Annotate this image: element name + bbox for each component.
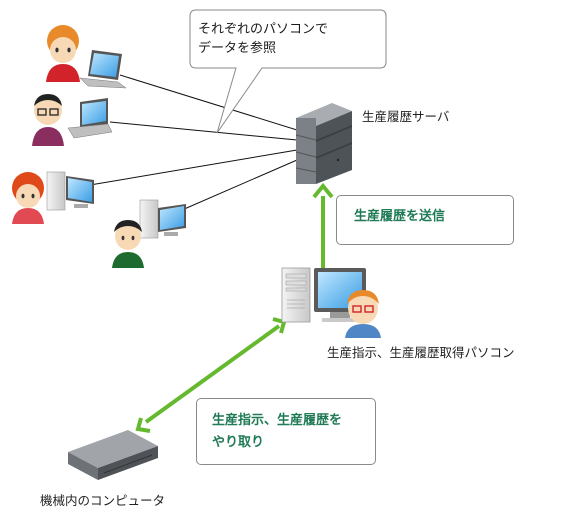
user-desktop-4 xyxy=(112,199,186,268)
send-box xyxy=(336,195,514,245)
desktop-4-icon xyxy=(139,199,186,239)
line-user3 xyxy=(89,149,298,186)
callout-text: それぞれのパソコンで データを参照 xyxy=(198,20,328,58)
person-2-icon xyxy=(32,94,64,146)
exchange-box-text: 生産指示、生産履歴を やり取り xyxy=(212,410,342,454)
desktop-3-icon xyxy=(46,171,94,211)
exchange-line-1: 生産指示、生産履歴を xyxy=(212,413,343,428)
line-user4 xyxy=(181,159,298,211)
machine-label: 機械内のコンピュータ xyxy=(40,493,166,508)
pc-label: 生産指示、生産履歴取得パソコン xyxy=(327,345,515,360)
user-laptop-1 xyxy=(46,25,127,89)
machine-computer-icon xyxy=(68,430,158,480)
user-laptop-2 xyxy=(32,94,113,146)
exchange-box xyxy=(196,398,376,465)
callout-line-1: それぞれのパソコンで xyxy=(198,22,329,37)
line-user2 xyxy=(109,121,298,141)
server-icon xyxy=(295,103,352,184)
send-box-text: 生産履歴を送信 xyxy=(354,209,446,224)
person-1-icon xyxy=(46,25,80,82)
line-user1 xyxy=(119,74,298,131)
callout-bubble xyxy=(189,9,387,134)
server-label: 生産履歴サーバ xyxy=(362,109,450,124)
person-3-icon xyxy=(12,172,44,224)
user-server-lines xyxy=(89,74,298,211)
user-desktop-3 xyxy=(12,171,94,224)
laptop-1-icon xyxy=(79,50,127,89)
person-4-icon xyxy=(112,220,144,268)
operator-icon xyxy=(345,290,381,338)
arrow-to-server xyxy=(312,182,334,268)
callout-line-2: データを参照 xyxy=(198,41,277,56)
exchange-line-2: やり取り xyxy=(212,435,265,450)
laptop-2-icon xyxy=(67,98,113,139)
